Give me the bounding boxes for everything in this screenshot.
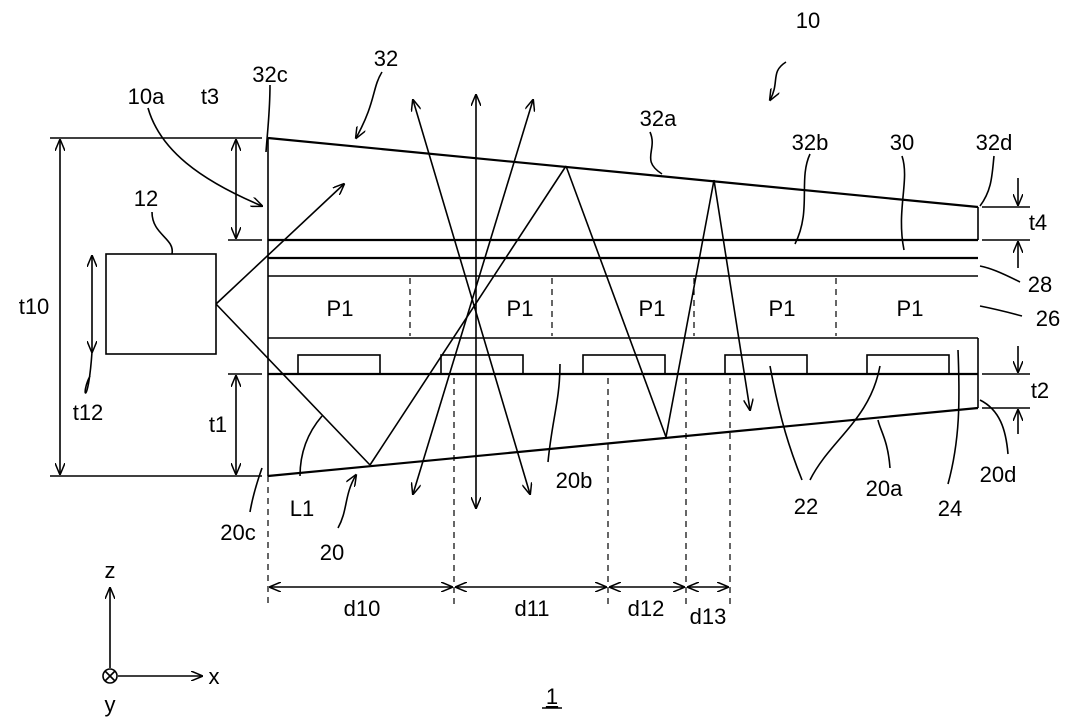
leader-10a xyxy=(148,108,262,206)
pixel-label: P1 xyxy=(897,296,924,321)
label-z: z xyxy=(105,558,116,583)
label-d10: d10 xyxy=(344,596,381,621)
leader-32b xyxy=(795,154,810,244)
electrode xyxy=(298,355,380,374)
leader-32 xyxy=(356,72,382,138)
upper-inclined-surface-32a xyxy=(268,138,978,207)
label-t1: t1 xyxy=(209,412,227,437)
label-24: 24 xyxy=(938,496,962,521)
label-30: 30 xyxy=(890,130,914,155)
label-32d: 32d xyxy=(976,130,1013,155)
pixel-label: P1 xyxy=(769,296,796,321)
electrodes-22 xyxy=(298,355,949,374)
ray-arrow xyxy=(714,180,750,410)
label-32b: 32b xyxy=(792,130,829,155)
electrode xyxy=(583,355,665,374)
label-20d: 20d xyxy=(980,462,1017,487)
label-22: 22 xyxy=(794,494,818,519)
label-10a: 10a xyxy=(128,84,165,109)
axis-indicator: z x y xyxy=(103,558,220,717)
leader-L1 xyxy=(300,416,322,476)
label-26: 26 xyxy=(1036,306,1060,331)
leader-20a xyxy=(878,420,890,468)
label-32: 32 xyxy=(374,46,398,71)
label-x: x xyxy=(209,664,220,689)
figure-number: 1 xyxy=(546,684,558,709)
leader-10 xyxy=(770,62,786,100)
upper-light-guide xyxy=(268,138,978,240)
label-t10: t10 xyxy=(19,294,50,319)
leader-26 xyxy=(980,306,1022,316)
label-d13: d13 xyxy=(690,604,727,629)
light-source-12 xyxy=(106,254,216,354)
leader-t12 xyxy=(85,352,92,393)
label-20a: 20a xyxy=(866,476,903,501)
lower-inclined-surface-20a xyxy=(268,408,978,476)
light-rays xyxy=(216,95,750,508)
label-12: 12 xyxy=(134,186,158,211)
leader-12 xyxy=(152,212,172,254)
label-t2: t2 xyxy=(1031,378,1049,403)
electrode xyxy=(725,355,807,374)
electrode xyxy=(441,355,523,374)
leader-32d xyxy=(980,156,994,206)
label-32c: 32c xyxy=(252,62,287,87)
leader-20 xyxy=(338,475,356,528)
label-32a: 32a xyxy=(640,106,677,131)
label-20b: 20b xyxy=(556,468,593,493)
lower-light-guide xyxy=(268,338,978,476)
pixel-label: P1 xyxy=(327,296,354,321)
label-y: y xyxy=(105,692,116,717)
pixel-label: P1 xyxy=(639,296,666,321)
leader-32a xyxy=(650,132,662,174)
leader-28 xyxy=(980,266,1020,282)
label-d11: d11 xyxy=(514,596,549,621)
pixel-label: P1 xyxy=(507,296,534,321)
ray xyxy=(666,180,714,437)
ray-L1 xyxy=(216,304,370,465)
label-t3: t3 xyxy=(201,84,219,109)
label-t12: t12 xyxy=(73,400,104,425)
leader-22-a xyxy=(770,366,802,480)
leader-30 xyxy=(901,156,904,250)
label-20c: 20c xyxy=(220,520,255,545)
label-d12: d12 xyxy=(628,596,665,621)
label-t4: t4 xyxy=(1029,210,1047,235)
leader-20c xyxy=(250,468,262,512)
label-28: 28 xyxy=(1028,272,1052,297)
label-L1: L1 xyxy=(290,496,314,521)
label-10: 10 xyxy=(796,8,820,33)
label-20: 20 xyxy=(320,540,344,565)
